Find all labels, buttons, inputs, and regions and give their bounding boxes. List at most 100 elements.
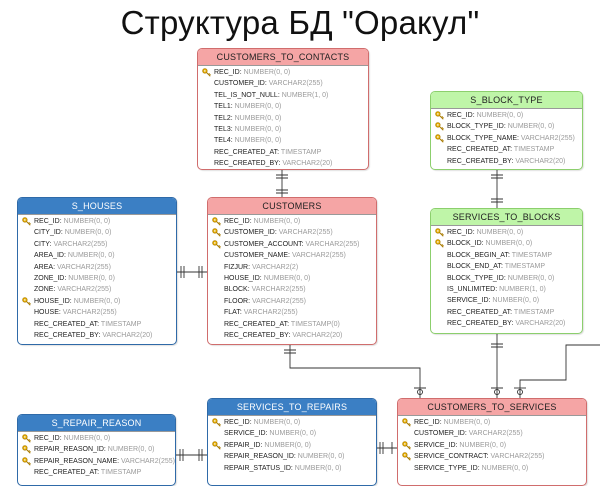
column-row[interactable]: CUSTOMER_ID: VARCHAR2(255) — [214, 80, 323, 88]
column-row[interactable]: ZONE: VARCHAR2(255) — [34, 286, 112, 294]
column-row[interactable]: SERVICE_CONTRACT: VARCHAR2(255) — [398, 451, 586, 462]
column-type: VARCHAR2(255) — [490, 453, 545, 461]
column-row[interactable]: REPAIR_REASON_ID: NUMBER(0, 0) — [18, 444, 175, 455]
column-type: NUMBER(0, 0) — [507, 123, 555, 131]
table-s-repair-reason[interactable]: S_REPAIR_REASON REC_ID: NUMBER(0, 0)REPA… — [17, 414, 176, 486]
column-row[interactable]: BLOCK_ID: NUMBER(0, 0) — [431, 238, 582, 249]
column-name: CUSTOMER_ID — [214, 80, 265, 88]
column-row[interactable]: REC_ID: NUMBER(0, 0) — [208, 216, 376, 227]
column-name: REC_CREATED_BY — [447, 157, 512, 165]
table-customers-to-services[interactable]: CUSTOMERS_TO_SERVICES REC_ID: NUMBER(0, … — [397, 398, 587, 486]
column-name: REC_CREATED_BY — [224, 331, 289, 339]
column-row[interactable]: REC_ID: NUMBER(0, 0) — [431, 110, 582, 121]
column-row[interactable]: REPAIR_STATUS_ID: NUMBER(0, 0) — [224, 464, 342, 472]
column-row[interactable]: HOUSE_ID: NUMBER(0, 0) — [224, 274, 311, 282]
column-type: NUMBER(0, 0) — [253, 218, 301, 225]
column-name: REC_ID — [214, 69, 240, 76]
column-row[interactable]: IS_UNLIMITED: NUMBER(1, 0) — [447, 285, 546, 293]
column-row[interactable]: TEL3: NUMBER(0, 0) — [214, 125, 282, 133]
table-services-to-blocks[interactable]: SERVICES_TO_BLOCKS REC_ID: NUMBER(0, 0)B… — [430, 208, 583, 334]
column-type: VARCHAR2(20) — [515, 320, 566, 328]
column-row[interactable]: REC_CREATED_BY: VARCHAR2(20) — [224, 331, 343, 339]
column-type: VARCHAR2(255) — [291, 252, 346, 260]
column-row[interactable]: TEL1: NUMBER(0, 0) — [214, 103, 282, 111]
column-name: BLOCK_END_AT — [447, 263, 501, 271]
column-row[interactable]: REC_CREATED_AT: TIMESTAMP(0) — [224, 320, 340, 328]
column-row[interactable]: SERVICE_ID: NUMBER(0, 0) — [398, 440, 586, 451]
column-row[interactable]: CUSTOMER_ACCOUNT: VARCHAR2(255) — [208, 239, 376, 250]
column-name: AREA — [34, 263, 54, 271]
column-row[interactable]: REC_ID: NUMBER(0, 0) — [398, 417, 586, 428]
column-row[interactable]: REC_CREATED_AT: TIMESTAMP — [214, 148, 322, 156]
column-row[interactable]: ZONE_ID: NUMBER(0, 0) — [34, 274, 115, 282]
column-row[interactable]: REPAIR_REASON_ID: NUMBER(0, 0) — [224, 453, 345, 461]
column-name: REC_ID — [34, 435, 60, 442]
key-icon — [402, 418, 411, 427]
column-row[interactable]: SERVICE_TYPE_ID: NUMBER(0, 0) — [414, 464, 529, 472]
table-services-to-repairs[interactable]: SERVICES_TO_REPAIRS REC_ID: NUMBER(0, 0)… — [207, 398, 377, 486]
column-row[interactable]: REC_ID: NUMBER(0, 0) — [431, 227, 582, 238]
column-row[interactable]: CUSTOMER_ID: VARCHAR2(255) — [208, 227, 376, 238]
column-name: CITY — [34, 240, 50, 248]
column-row[interactable]: REC_CREATED_AT: TIMESTAMP — [34, 469, 142, 477]
table-customers-to-contacts[interactable]: CUSTOMERS_TO_CONTACTS REC_ID: NUMBER(0, … — [197, 48, 369, 170]
table-header: S_REPAIR_REASON — [18, 415, 175, 432]
column-row[interactable]: AREA: VARCHAR2(255) — [34, 263, 111, 271]
column-row[interactable]: FIZJUR: VARCHAR2(2) — [224, 263, 299, 271]
column-row[interactable]: REC_CREATED_BY: VARCHAR2(20) — [447, 157, 566, 165]
column-type: NUMBER(0, 0) — [73, 297, 121, 305]
table-s-block-type[interactable]: S_BLOCK_TYPE REC_ID: NUMBER(0, 0)BLOCK_T… — [430, 91, 583, 170]
column-row[interactable]: HOUSE: VARCHAR2(255) — [34, 309, 117, 317]
column-row[interactable]: FLAT: VARCHAR2(255) — [224, 309, 298, 317]
column-row[interactable]: REC_CREATED_BY: VARCHAR2(20) — [447, 320, 566, 328]
column-row[interactable]: REC_CREATED_BY: VARCHAR2(20) — [214, 160, 333, 168]
link-right-custservices — [519, 344, 600, 398]
table-header: SERVICES_TO_REPAIRS — [208, 399, 376, 416]
column-row[interactable]: REPAIR_ID: NUMBER(0, 0) — [208, 440, 376, 451]
column-row[interactable]: AREA_ID: NUMBER(0, 0) — [34, 252, 115, 260]
column-row[interactable]: CUSTOMER_ID: VARCHAR2(255) — [414, 430, 523, 438]
column-row[interactable]: SERVICE_ID: NUMBER(0, 0) — [447, 297, 540, 305]
column-type: NUMBER(0, 0) — [459, 441, 507, 449]
column-row[interactable]: REC_CREATED_BY: VARCHAR2(20) — [34, 331, 153, 339]
column-type: NUMBER(0, 0) — [264, 441, 312, 449]
column-row[interactable]: REC_ID: NUMBER(0, 0) — [18, 216, 176, 227]
column-row[interactable]: BLOCK_TYPE_ID: NUMBER(0, 0) — [447, 274, 555, 282]
column-type: VARCHAR2(255) — [53, 240, 108, 248]
column-row[interactable]: TEL2: NUMBER(0, 0) — [214, 114, 282, 122]
column-row[interactable]: REC_ID: NUMBER(0, 0) — [208, 417, 376, 428]
column-row[interactable]: REC_CREATED_AT: TIMESTAMP — [34, 320, 142, 328]
crowsfoot-repairs-custservices — [379, 442, 393, 454]
table-customers[interactable]: CUSTOMERS REC_ID: NUMBER(0, 0)CUSTOMER_I… — [207, 197, 377, 345]
column-row[interactable]: BLOCK_BEGIN_AT: TIMESTAMP — [447, 251, 553, 259]
key-icon — [435, 228, 444, 237]
column-type: NUMBER(0, 0) — [63, 435, 111, 442]
column-row[interactable]: REC_CREATED_AT: TIMESTAMP — [447, 146, 555, 154]
column-row[interactable]: REC_ID: NUMBER(0, 0) — [198, 67, 368, 78]
column-type: TIMESTAMP — [513, 146, 555, 154]
column-row[interactable]: CITY_ID: NUMBER(0, 0) — [34, 229, 112, 237]
column-type: TIMESTAMP — [100, 469, 142, 477]
column-row[interactable]: REPAIR_REASON_NAME: VARCHAR2(255) — [18, 456, 175, 467]
column-name: SERVICE_CONTRACT — [414, 453, 487, 461]
crowsfoot-customers-custservices — [284, 349, 426, 389]
column-row[interactable]: CITY: VARCHAR2(255) — [34, 240, 108, 248]
column-type: VARCHAR2(20) — [292, 331, 343, 339]
column-row[interactable]: BLOCK_END_AT: TIMESTAMP — [447, 263, 546, 271]
column-row[interactable]: FLOOR: VARCHAR2(255) — [224, 297, 306, 305]
column-row[interactable]: BLOCK_TYPE_NAME: VARCHAR2(255) — [431, 133, 582, 144]
column-name: TEL1 — [214, 103, 231, 111]
crowsfoot-contacts-customers — [276, 174, 288, 194]
column-row[interactable]: TEL4: NUMBER(0, 0) — [214, 137, 282, 145]
crowsfoot-blocktype-blocks — [491, 174, 503, 203]
table-s-houses[interactable]: S_HOUSES REC_ID: NUMBER(0, 0)CITY_ID: NU… — [17, 197, 177, 345]
column-row[interactable]: BLOCK: VARCHAR2(255) — [224, 286, 306, 294]
column-row[interactable]: SERVICE_ID: NUMBER(0, 0) — [224, 430, 317, 438]
key-icon — [402, 452, 411, 461]
column-row[interactable]: BLOCK_TYPE_ID: NUMBER(0, 0) — [431, 121, 582, 132]
column-row[interactable]: REC_ID: NUMBER(0, 0) — [18, 433, 175, 444]
column-row[interactable]: REC_CREATED_AT: TIMESTAMP — [447, 308, 555, 316]
column-row[interactable]: HOUSE_ID: NUMBER(0, 0) — [18, 296, 176, 307]
column-row[interactable]: TEL_IS_NOT_NULL: NUMBER(1, 0) — [214, 91, 329, 99]
column-row[interactable]: CUSTOMER_NAME: VARCHAR2(255) — [224, 252, 346, 260]
